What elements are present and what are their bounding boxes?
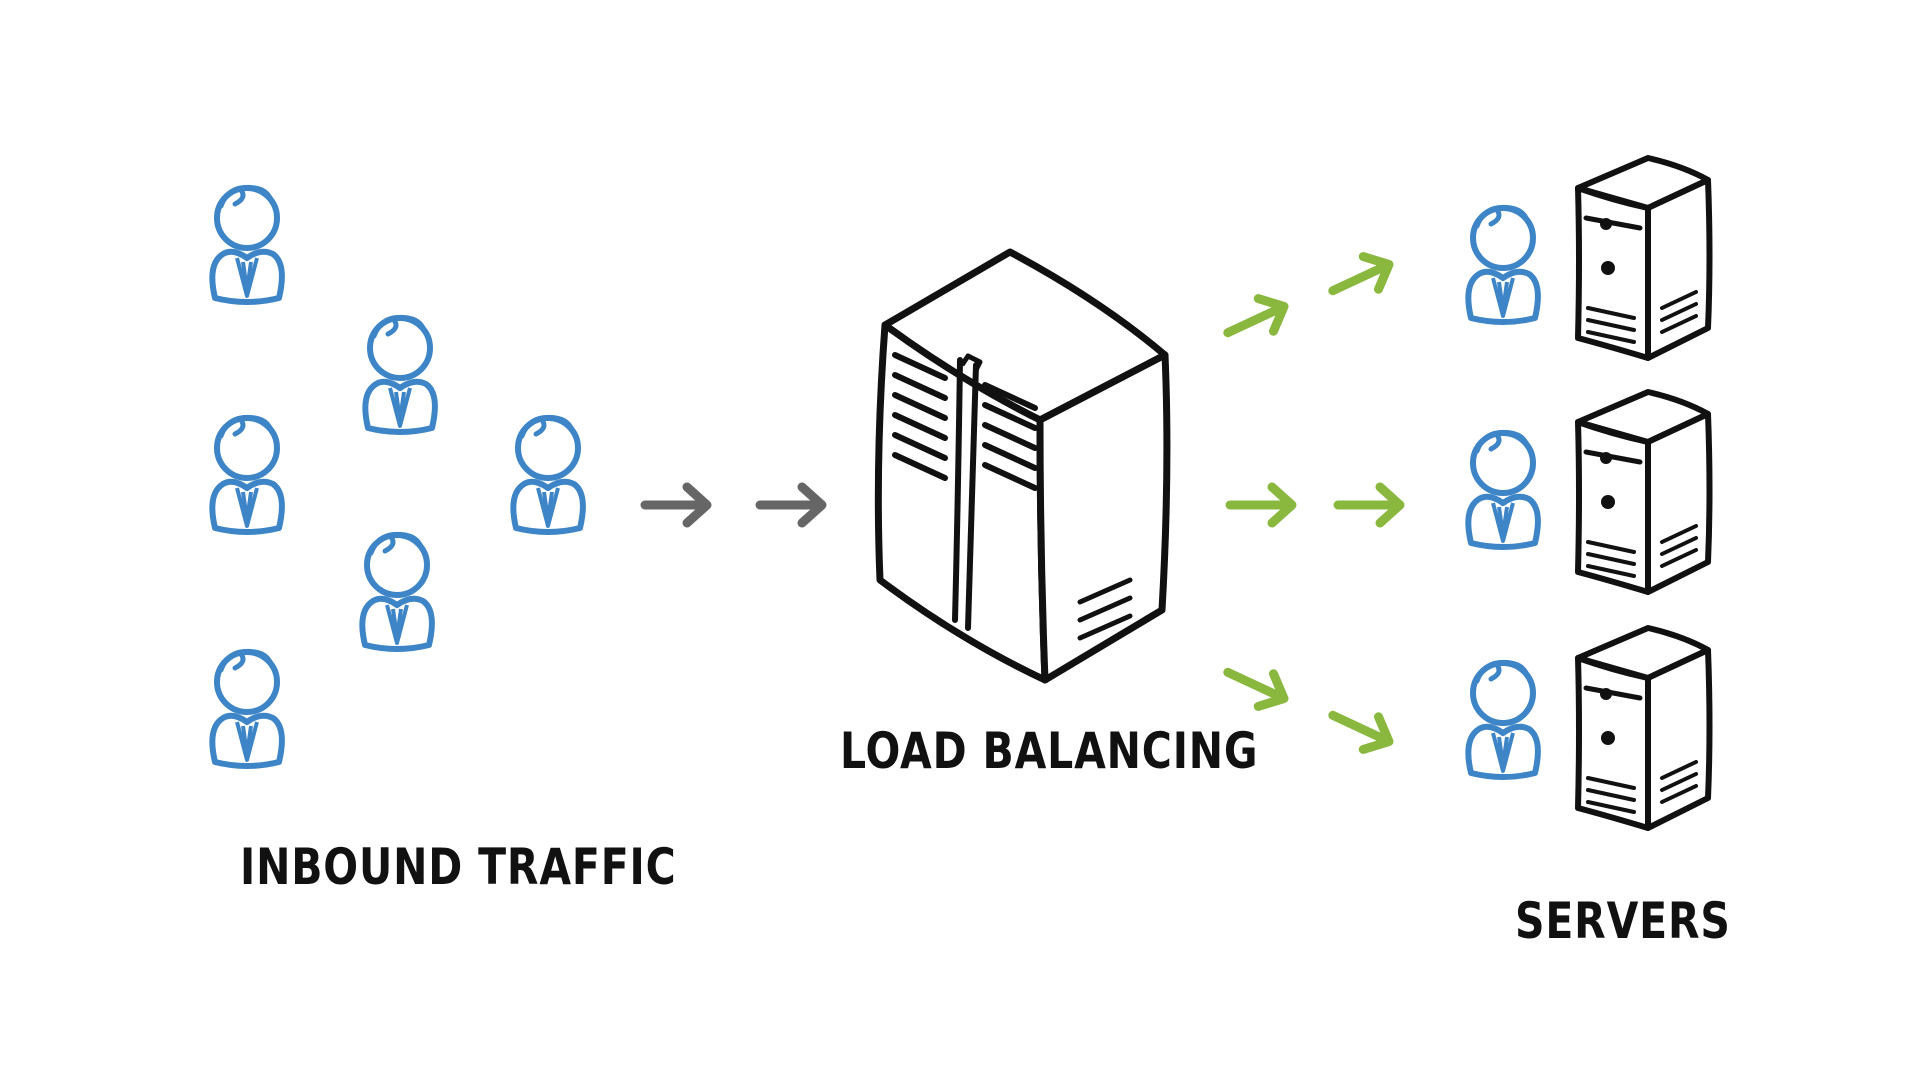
arrow-icon bbox=[1220, 290, 1291, 349]
load-balancer-icon bbox=[874, 248, 1171, 684]
inbound-traffic-label: INBOUND TRAFFIC bbox=[240, 838, 677, 896]
user-icon bbox=[212, 417, 282, 532]
arrow-icon bbox=[1230, 487, 1292, 523]
user-icon bbox=[362, 534, 432, 649]
user-icon bbox=[212, 187, 282, 302]
arrow-icon bbox=[1338, 487, 1400, 523]
load-balancing-label: LOAD BALANCING bbox=[840, 722, 1259, 780]
user-icon bbox=[1468, 662, 1538, 777]
arrow-icon bbox=[645, 487, 707, 523]
user-icon bbox=[513, 417, 583, 532]
arrow-icon bbox=[1325, 699, 1396, 758]
user-icon bbox=[1468, 432, 1538, 547]
server-icon bbox=[1578, 628, 1710, 828]
user-icon bbox=[1468, 207, 1538, 322]
user-icon bbox=[365, 317, 435, 432]
server-icon bbox=[1578, 392, 1710, 592]
arrow-icon bbox=[760, 487, 822, 523]
server-icon bbox=[1578, 158, 1710, 358]
user-icon bbox=[212, 651, 282, 766]
arrow-icon bbox=[1325, 248, 1396, 307]
servers-label: SERVERS bbox=[1515, 892, 1731, 950]
arrow-icon bbox=[1220, 656, 1291, 715]
